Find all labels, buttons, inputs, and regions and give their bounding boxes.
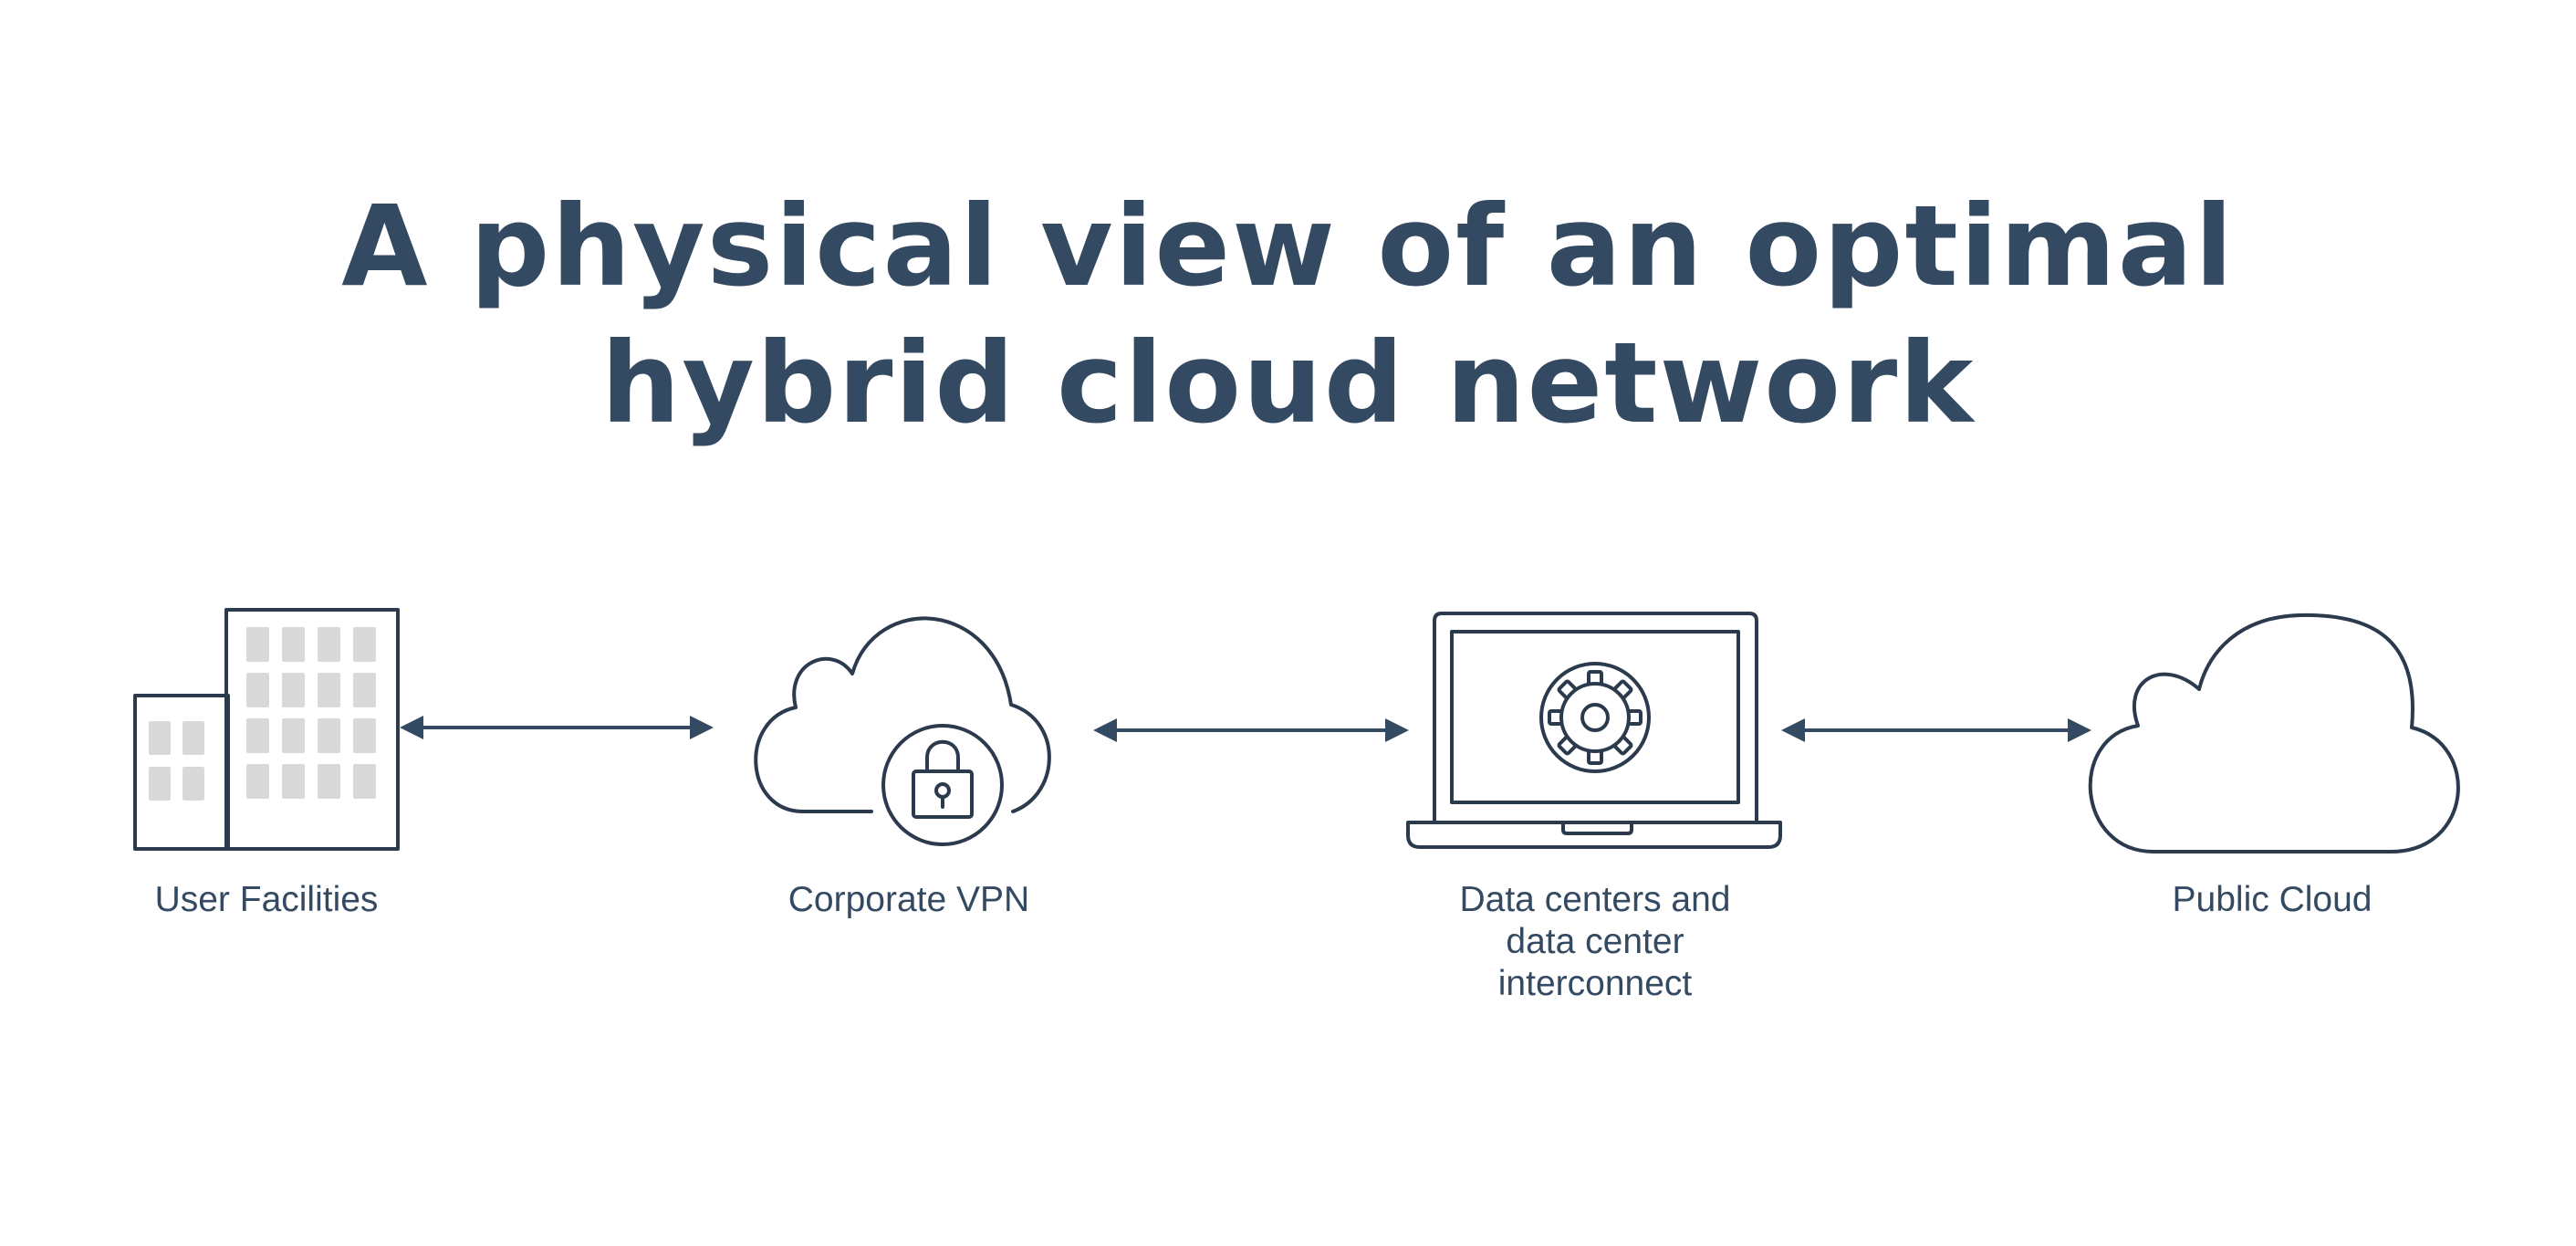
cloud-lock-icon bbox=[754, 616, 1051, 846]
title-line-1: A physical view of an optimal bbox=[341, 182, 2235, 311]
connection-arrow-3 bbox=[1781, 718, 2091, 742]
corporate-vpn-label: Corporate VPN bbox=[787, 880, 1030, 919]
user-facilities-label: User Facilities bbox=[154, 880, 379, 919]
data-centers-label: Data centers and data center interconnec… bbox=[1459, 880, 1731, 1003]
page-title: A physical view of an optimal hybrid clo… bbox=[0, 178, 2576, 452]
public-cloud-label: Public Cloud bbox=[2172, 880, 2373, 919]
cloud-icon bbox=[2088, 613, 2460, 853]
connection-arrow-2 bbox=[1093, 718, 1409, 742]
laptop-gear-icon bbox=[1406, 612, 1782, 849]
connection-arrow-1 bbox=[400, 716, 714, 739]
title-line-2: hybrid cloud network bbox=[600, 319, 1976, 448]
building-icon bbox=[133, 608, 400, 851]
